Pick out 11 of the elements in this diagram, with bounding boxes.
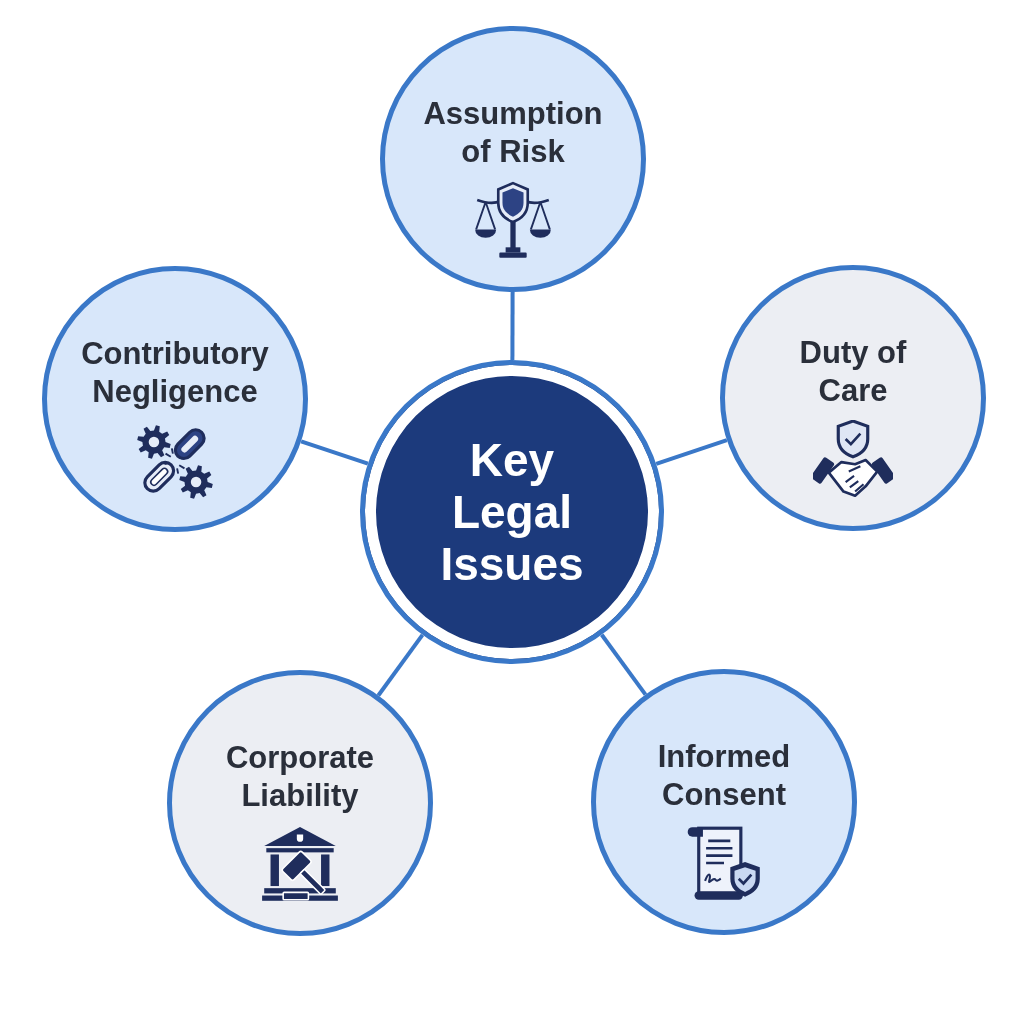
connector-line: [655, 438, 728, 466]
connector-line: [376, 633, 425, 697]
hub-title: Key Legal Issues: [439, 434, 585, 590]
topic-label: Corporate Liability: [224, 739, 376, 815]
topic-label: Duty of Care: [798, 334, 908, 410]
topic-label: Informed Consent: [656, 738, 792, 814]
connector-line: [510, 292, 515, 360]
topic-label: Assumption of Risk: [422, 95, 604, 171]
topic-label: Contributory Negligence: [80, 335, 270, 411]
connector-line: [300, 439, 369, 466]
connector-line: [600, 633, 648, 696]
